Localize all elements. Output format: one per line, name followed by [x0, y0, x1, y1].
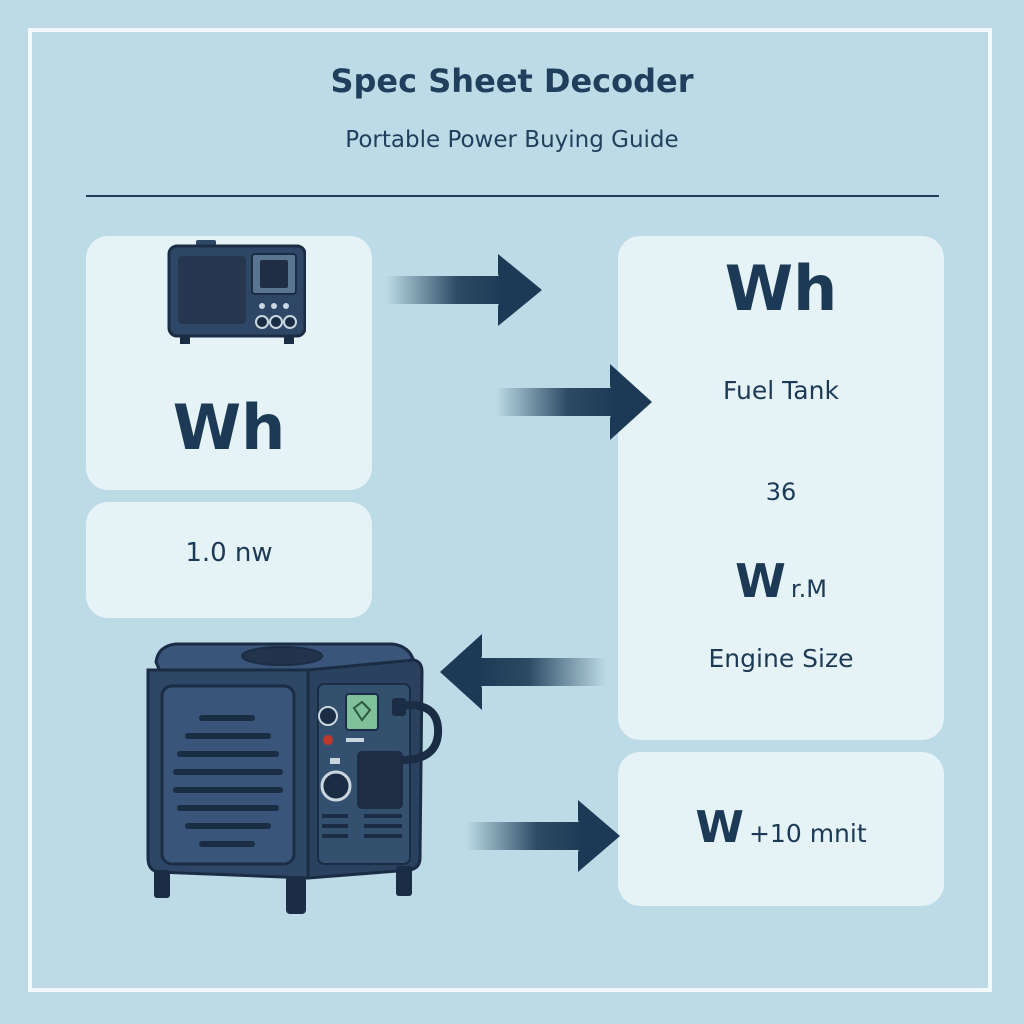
header-divider — [86, 195, 939, 197]
output-row: W +10 mnit — [618, 802, 944, 853]
arrow-right-icon — [466, 796, 626, 876]
spec-engine-size: Engine Size — [708, 644, 854, 673]
power-station-card: Wh — [86, 236, 372, 490]
spec-card: Wh Fuel Tank 36 W r.M Engine Size — [618, 236, 944, 740]
page-title: Spec Sheet Decoder — [330, 62, 694, 100]
page-subtitle: Portable Power Buying Guide — [345, 127, 679, 153]
spec-w-row: W r.M — [618, 554, 944, 608]
output-w-letter: W — [695, 802, 744, 853]
rating-value: 1.0 nw — [185, 538, 273, 568]
arrow-left-icon — [436, 632, 606, 712]
rating-card: 1.0 nw — [86, 502, 372, 618]
spec-w-letter: W — [735, 554, 786, 608]
arrow-right-icon — [496, 362, 656, 442]
power-station-icon — [166, 240, 306, 348]
arrow-right-icon — [386, 250, 546, 330]
output-w-suffix: +10 mnit — [748, 819, 867, 848]
spec-w-suffix: r.M — [790, 575, 827, 603]
spec-fuel-tank: Fuel Tank — [723, 376, 839, 405]
generator-icon — [140, 636, 450, 918]
station-unit-label: Wh — [172, 391, 286, 464]
output-card: W +10 mnit — [618, 752, 944, 906]
spec-heading: Wh — [724, 252, 838, 325]
spec-number: 36 — [765, 478, 797, 506]
outer-frame — [28, 28, 992, 992]
